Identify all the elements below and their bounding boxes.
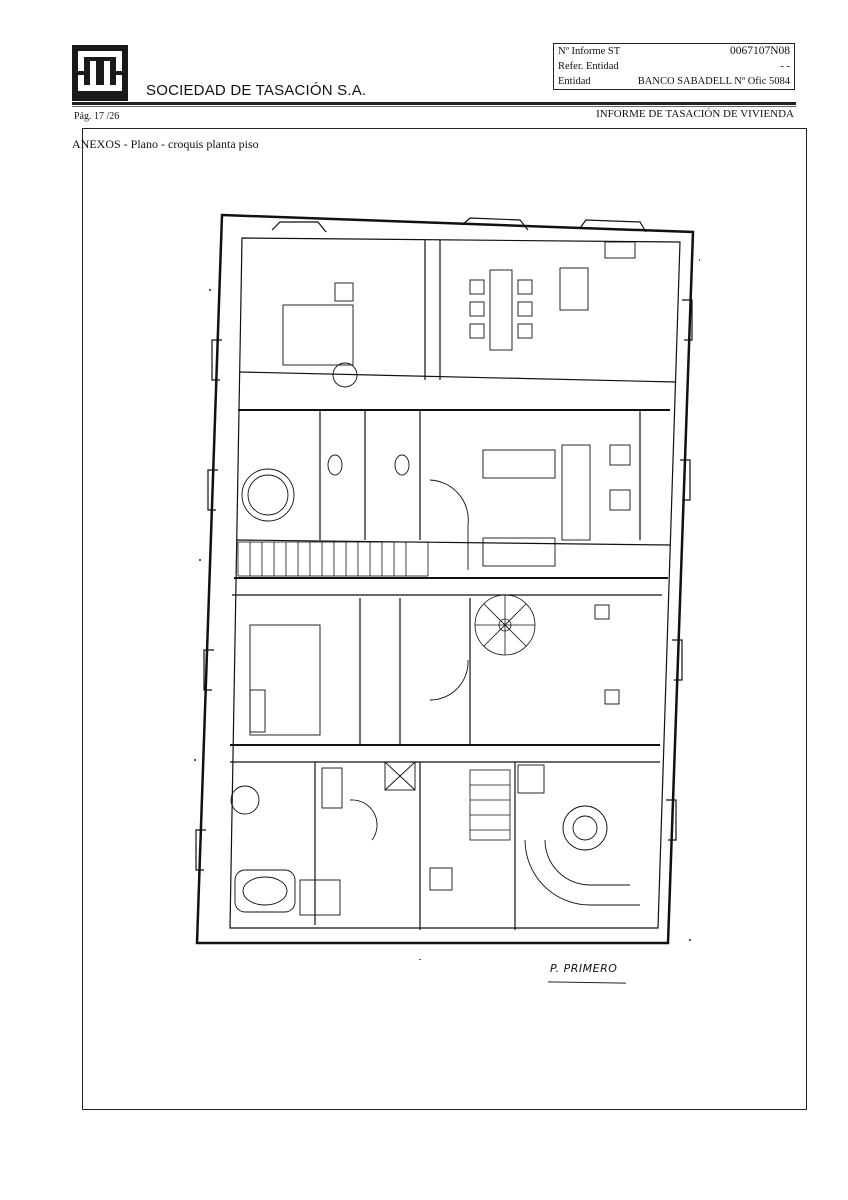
entity-label: Entidad — [558, 76, 591, 87]
page-number: Pág. 17 /26 — [74, 111, 120, 122]
entity-row: Entidad BANCO SABADELL Nº Ofic 5084 — [558, 74, 790, 89]
floor-label: P. PRIMERO — [550, 962, 618, 975]
entity-value: BANCO SABADELL Nº Ofic 5084 — [637, 76, 790, 87]
entity-ref-value: - - — [780, 61, 790, 72]
report-number-label: Nº Informe ST — [558, 46, 621, 57]
header-rule-thin — [72, 106, 796, 107]
report-number-value: 0067107N08 — [729, 45, 790, 57]
floor-plan-drawing — [194, 213, 700, 960]
document-type: INFORME DE TASACIÓN DE VIVIENDA — [596, 108, 794, 120]
entity-ref-row: Refer. Entidad - - — [558, 59, 790, 74]
content-frame — [82, 128, 807, 1110]
st-logo-icon — [72, 45, 128, 101]
company-name: SOCIEDAD DE TASACIÓN S.A. — [146, 82, 367, 99]
section-title: ANEXOS - Plano - croquis planta piso — [72, 137, 259, 151]
report-info-box: Nº Informe ST 0067107N08 Refer. Entidad … — [553, 43, 795, 90]
report-number-row: Nº Informe ST 0067107N08 — [558, 44, 790, 59]
header-rule — [72, 102, 796, 105]
entity-ref-label: Refer. Entidad — [558, 61, 619, 72]
